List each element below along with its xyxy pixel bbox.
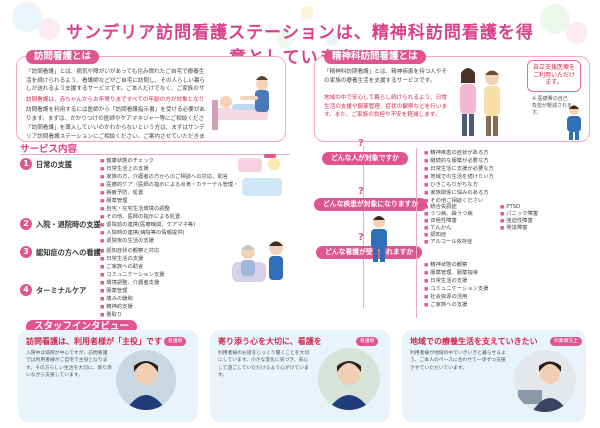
decorative-dot — [326, 34, 338, 46]
bed-illustration — [212, 76, 269, 130]
answers-divider — [416, 148, 417, 318]
interview-role-badge: 作業療法士 — [550, 337, 582, 346]
interview-title: 寄り添う心を大切に、看護を — [218, 337, 322, 346]
decorative-dot — [566, 22, 588, 44]
interview-text: 利用者様が地域の中でいきいきと暮らせるよう、ご本人のペースに合わせて一歩ずつ支援… — [410, 351, 506, 371]
question-mark-icon: ? — [358, 186, 364, 197]
interview-role-badge: 看護師 — [164, 337, 187, 346]
staff-photo — [514, 350, 576, 412]
interview-text: 利用者様のお話をじっくり聞くことを大切にしています。小さな変化に気づき、安心して… — [218, 351, 310, 379]
disease-item: うつ病、躁うつ病 — [424, 211, 472, 218]
decorative-dot — [276, 30, 294, 48]
visiting-nursing-text-2: 訪問看護は、赤ちゃんからお年寄りまですべての年齢の方が対象となります。 — [26, 97, 205, 103]
visiting-nursing-text-1: 「訪問看護」とは、病気や障がいがあっても住み慣れたご自宅で療養生活を続けられるよ… — [26, 69, 206, 93]
service-item: その他、医師の指示による処置 — [100, 214, 180, 221]
question-mark-icon: ? — [358, 232, 364, 243]
target-item: ひきこもりがちな方 — [424, 182, 478, 189]
service-label-terminal: ターミナルケア — [36, 286, 87, 295]
care-item: ご家族への支援 — [424, 302, 467, 309]
service-item: 家族の方、介護者の方からのご相談への対応、助言 — [100, 174, 228, 181]
service-item: 入院時の連携(病院等の情報提供) — [100, 230, 184, 237]
service-label-dementia: 認知症の方への看護 — [36, 248, 101, 257]
target-item: 家族関係に悩みのある方 — [424, 190, 488, 197]
disease-item: パニック障害 — [500, 211, 538, 218]
psych-nursing-tag: 精神科訪問看護とは — [324, 50, 426, 64]
care-item: 服薬管理、服薬指導 — [424, 270, 478, 277]
service-number: 4 — [20, 284, 32, 296]
visiting-nursing-text-3: 訪問看護を利用するには医師から「訪問看護指示書」を受ける必要があります。まずは、… — [26, 107, 206, 122]
interview-title: 地域での療養生活を支えていきたい — [410, 337, 538, 346]
service-item: 退院前の連携(医療機関、ケアマネ等) — [100, 222, 195, 229]
two-people-illustration — [460, 68, 500, 136]
disease-item: PTSD — [500, 204, 520, 211]
target-item: 日常生活に支援が必要な方 — [424, 166, 494, 173]
service-item: 服薬管理 — [100, 198, 127, 205]
staff-photo — [318, 348, 380, 410]
service-item: ご家族への助言 — [100, 264, 143, 271]
care-item: 社会資源の活用 — [424, 294, 467, 301]
service-item: 褥瘡予防、処置 — [100, 190, 143, 197]
service-item: 自宅・在宅生活環境の調整 — [100, 206, 170, 213]
decorative-dot — [540, 4, 570, 34]
service-item: 医療的ケア（医師の指示による点滴・カテーテル管理・ — [100, 182, 238, 189]
service-item: 日常生活の支援 — [100, 256, 143, 263]
psych-nursing-text-2: 地域の中で安心して暮らし続けられるよう、日常生活の支援や服薬管理、症状の観察など… — [324, 95, 448, 119]
care-item: コミュニケーション支援 — [424, 286, 488, 293]
service-item: 看取り — [100, 312, 122, 319]
nurse-illustration — [567, 105, 581, 140]
disease-item: 発達障害 — [500, 225, 527, 232]
interview-role-badge: 看護師 — [356, 337, 379, 346]
services-title: サービス内容 — [20, 144, 78, 155]
question-target-pill: どんな人が対象ですか — [322, 152, 408, 165]
service-number: 3 — [20, 246, 32, 258]
service-item: 健康状態のチェック — [100, 158, 154, 165]
caregiver-illustration — [232, 241, 283, 282]
decorative-dot — [300, 6, 314, 20]
interview-text: 入院中は病院が中心ですが、訪問看護では利用者様がご自宅で主役となります。その方ら… — [26, 351, 112, 379]
disease-item: 認知症 — [424, 232, 446, 239]
question-mark-icon: ? — [358, 138, 364, 149]
service-item: 服薬管理 — [100, 288, 127, 295]
question-care-pill: どんな看護が受けられますか — [316, 246, 423, 259]
self-support-note: ※ 医療費の自己負担が軽減されます。 — [532, 96, 573, 116]
services-divider — [20, 154, 290, 155]
service-label-hospital: 入院・退院時の支援 — [36, 220, 101, 229]
psych-nursing-text-1: 「精神科訪問看護」とは、精神疾患を持つ人やその家族の療養生活を支援するサービスで… — [324, 69, 448, 84]
decorative-dot — [12, 2, 42, 32]
disease-item: 双極性障害 — [424, 218, 457, 225]
self-support-medical-bubble: 自立支援医療をご利用いただけます。 — [527, 60, 581, 92]
service-item: 痛みの緩和 — [100, 296, 133, 303]
interview-title: 訪問看護は、利用者様が「主役」です — [26, 337, 162, 346]
care-item: 精神状態の観察 — [424, 262, 467, 269]
question-disease-pill: どんな疾患が対象になりますか — [314, 198, 428, 211]
target-item: 精神疾患の症状がある方 — [424, 150, 488, 157]
service-item: コミュニケーション支援 — [100, 272, 164, 279]
decorative-dot — [38, 18, 60, 40]
service-number: 1 — [20, 158, 32, 170]
service-item: 精神的支援 — [100, 304, 133, 311]
service-item: 日常生活上の支援 — [100, 166, 148, 173]
service-label-daily: 日常の支援 — [36, 160, 72, 169]
target-item: 地域での生活を続けたい方 — [424, 174, 494, 181]
target-item: その他ご相談ください — [424, 198, 483, 205]
service-item: 環境調整、介護者支援 — [100, 280, 159, 287]
thinking-nurse-illustration — [371, 216, 387, 262]
questions-guide-line — [363, 146, 364, 308]
staff-photo — [116, 350, 176, 410]
service-item: 認知症状の観察と対応 — [100, 248, 159, 255]
disease-item: アルコール依存症 — [424, 239, 472, 246]
disease-item: 統合失調症 — [424, 204, 457, 211]
service-item: 退院後の生活の支援 — [100, 238, 154, 245]
medicine-illustration — [238, 154, 282, 196]
care-item: 日常生活の支援 — [424, 278, 467, 285]
visiting-nursing-text-4: 「訪問看護」を導入していいのかわからないという方は、まずはサンデリア訪問看護ステ… — [26, 125, 205, 140]
disease-item: 強迫性障害 — [500, 218, 533, 225]
service-number: 2 — [20, 218, 32, 230]
visiting-nursing-tag: 訪問看護とは — [26, 50, 100, 64]
disease-item: てんかん — [424, 225, 451, 232]
target-item: 継続的な服薬が必要な方 — [424, 158, 488, 165]
